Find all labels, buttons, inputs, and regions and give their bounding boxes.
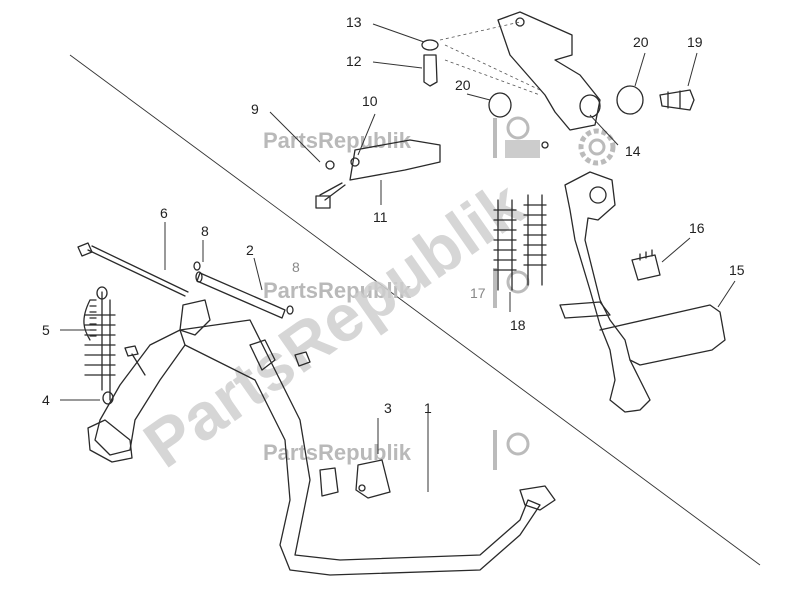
part-bolt-12 [423,54,438,87]
callout-3: 3 [384,400,392,416]
watermark-small-1: PartsRepublik [263,116,540,158]
part-ring-8b [286,305,294,315]
callout-14: 14 [625,143,641,159]
part-sidestand-switch [315,139,441,209]
callout-10: 10 [362,93,378,109]
callout-20b: 20 [633,34,649,50]
part-washer-20b [616,85,644,115]
callout-6: 6 [160,205,168,221]
section-divider-line [69,54,761,566]
callout-19: 19 [687,34,703,50]
part-side-stand [559,171,726,413]
part-clip-16 [631,249,661,281]
callout-8b: 8 [292,259,300,275]
watermark-small-3: PartsRepublik [263,430,530,470]
callout-20a: 20 [455,77,471,93]
part-bolt-19 [659,89,695,111]
callout-11: 11 [373,209,388,225]
callout-13: 13 [346,14,362,30]
callout-15: 15 [729,262,745,278]
part-springs-left [83,286,116,405]
callout-17: 17 [470,285,486,301]
svg-text:PartsRepublik: PartsRepublik [263,278,412,303]
callout-8a: 8 [201,223,209,239]
callout-9: 9 [251,101,259,117]
gear-icon [578,128,616,166]
part-bracket [355,459,391,499]
part-washer-20a [488,92,512,118]
part-washer-13 [421,39,439,51]
part-mount-plate [439,11,601,149]
callout-16: 16 [689,220,705,236]
callout-4: 4 [42,392,50,408]
part-pin [195,271,286,319]
callout-1: 1 [424,400,432,416]
callout-18: 18 [510,317,526,333]
svg-text:PartsRepublik: PartsRepublik [263,128,412,153]
svg-text:PartsRepublik: PartsRepublik [263,440,412,465]
watermark-diagonal: PartsRepublik [131,166,537,481]
part-small-bolt [124,345,146,376]
part-nut [294,351,311,367]
part-center-stand [87,299,556,576]
callout-12: 12 [346,53,362,69]
callout-2: 2 [246,242,254,258]
part-springs-right [493,194,547,291]
leader-lines [60,23,736,492]
watermark-small-2: PartsRepublik [263,268,530,308]
callout-5: 5 [42,322,50,338]
part-long-bolt [77,242,189,297]
callout-labels: 1 2 3 4 5 6 8 8 9 10 11 12 13 14 15 16 1… [42,14,745,416]
part-ring-8 [193,261,201,271]
part-washer-20c [579,94,601,118]
